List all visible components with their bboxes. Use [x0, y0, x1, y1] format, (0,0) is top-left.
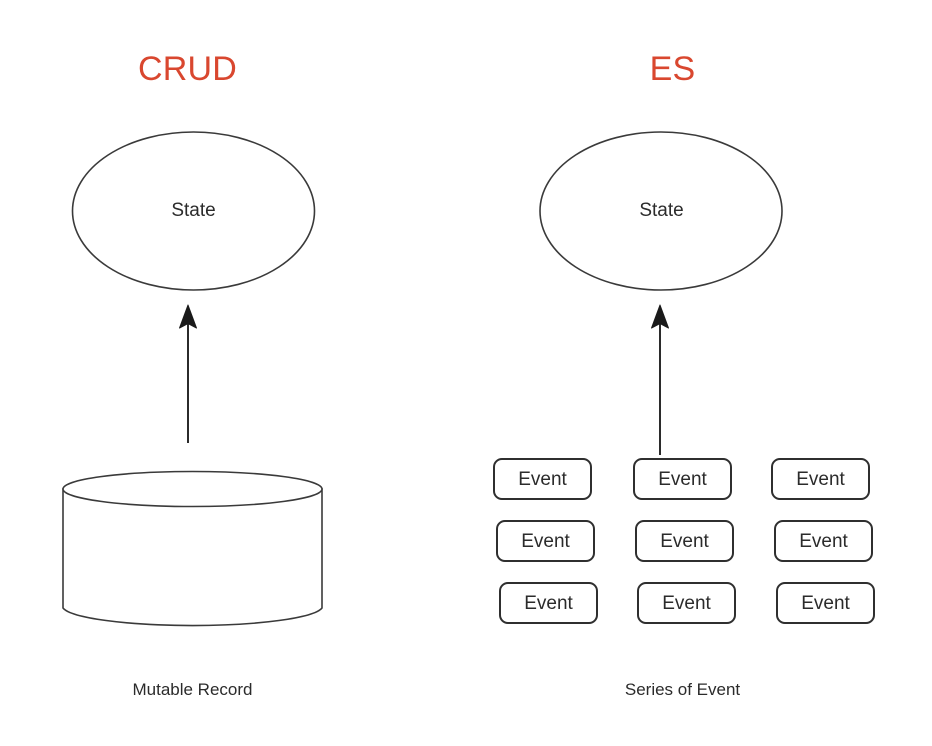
- event-box: Event: [499, 582, 598, 624]
- event-box: Event: [771, 458, 870, 500]
- event-box-label: Event: [801, 592, 850, 614]
- caption-series-of-event: Series of Event: [624, 680, 741, 699]
- arrow-record-to-state: [179, 304, 197, 443]
- event-box: Event: [633, 458, 732, 500]
- event-box-label: Event: [658, 468, 707, 490]
- caption-mutable-record: Mutable Record: [132, 680, 253, 699]
- event-box-label: Event: [662, 592, 711, 614]
- event-box-label: Event: [524, 592, 573, 614]
- event-box-label: Event: [799, 530, 848, 552]
- state-label-left: State: [171, 200, 216, 221]
- event-box-label: Event: [521, 530, 570, 552]
- event-box-label: Event: [796, 468, 845, 490]
- database-cylinder: [62, 470, 323, 627]
- event-box-label: Event: [518, 468, 567, 490]
- event-box: Event: [635, 520, 734, 562]
- state-label-right: State: [639, 200, 684, 221]
- event-box: Event: [493, 458, 592, 500]
- heading-es: ES: [649, 50, 696, 88]
- event-box: Event: [637, 582, 736, 624]
- event-box: Event: [774, 520, 873, 562]
- heading-crud: CRUD: [137, 50, 237, 88]
- event-box: Event: [776, 582, 875, 624]
- arrow-events-to-state: [651, 304, 669, 455]
- event-box: Event: [496, 520, 595, 562]
- event-box-label: Event: [660, 530, 709, 552]
